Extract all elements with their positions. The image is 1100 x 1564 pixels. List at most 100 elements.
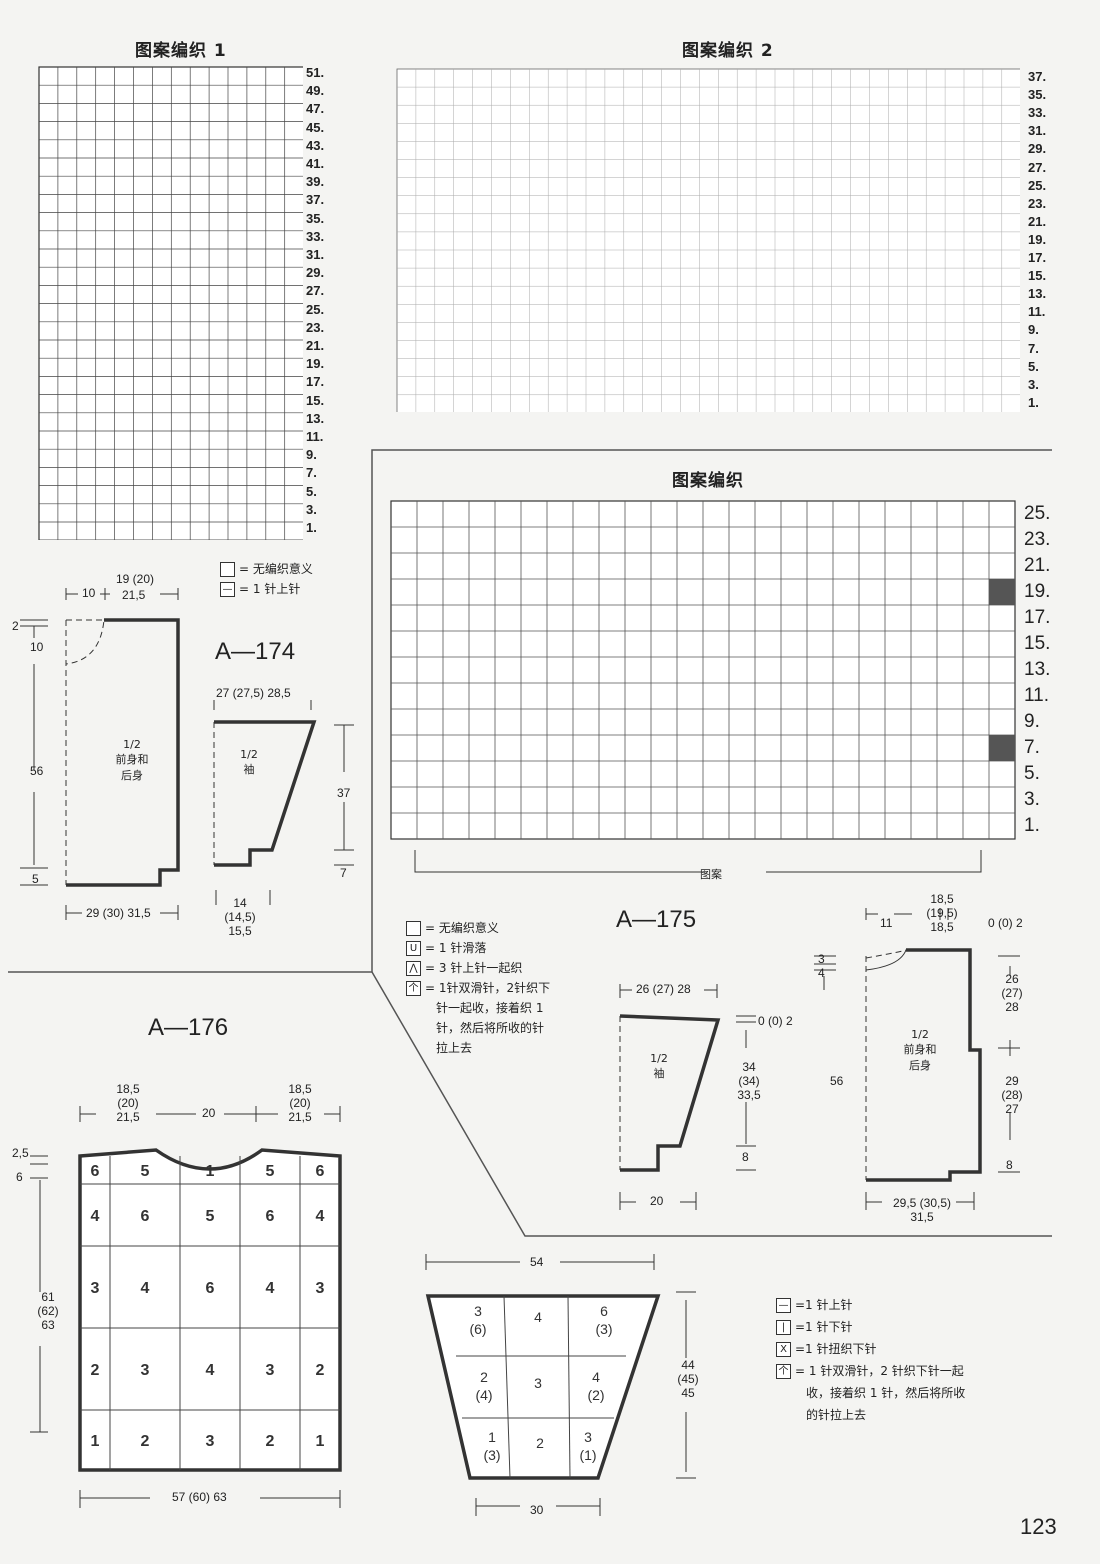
sleeve176-cell-number: 4 xyxy=(592,1369,600,1385)
a174-left-dim-10: 10 xyxy=(30,640,44,654)
legend1: = 无编织意义 —= 1 针上针 xyxy=(220,560,313,597)
a175-body-left-4: 4 xyxy=(818,966,825,980)
legend2-double: 个= 1针双滑针，2针织下 针一起收，接着织 1 针，然后将所收的针 拉上去 xyxy=(406,978,550,1058)
sleeve176-right-dim: 44 (45) 45 xyxy=(677,1358,699,1400)
sleeve176-bottom-dim: 30 xyxy=(530,1503,544,1517)
row-number: 9. xyxy=(1024,711,1040,732)
a175-sleeve-bottom: 20 xyxy=(650,1194,664,1208)
purl-dash-icon: — xyxy=(220,582,235,597)
chart3-bracket xyxy=(414,850,982,873)
a176-cell-number: 2 xyxy=(91,1362,100,1379)
row-number: 19. xyxy=(1024,581,1051,602)
a176-cell-number: 3 xyxy=(206,1433,215,1450)
a174-sleeve-right-7: 7 xyxy=(340,866,347,880)
a174-sleeve-top: 27 (27,5) 28,5 xyxy=(216,686,291,700)
a176-label: A—176 xyxy=(148,1014,229,1041)
row-number: 35. xyxy=(306,210,325,226)
sleeve176-cell-number: 2 xyxy=(536,1435,544,1451)
a176-cell-number: 3 xyxy=(316,1280,325,1297)
a174-left-dim-5: 5 xyxy=(32,872,39,886)
row-number: 37. xyxy=(1028,69,1047,84)
a176-cell-number: 3 xyxy=(141,1362,150,1379)
row-number: 17. xyxy=(306,374,325,390)
sleeve176-cell-number: 3 xyxy=(474,1303,482,1319)
row-number: 13. xyxy=(306,410,325,426)
row-number: 7. xyxy=(306,465,317,481)
chart2-title: 图案编织 2 xyxy=(682,41,774,61)
a175-body-top-width: 18,5 (19,5) 18,5 xyxy=(926,892,958,934)
a176-cell-number: 1 xyxy=(316,1433,325,1450)
row-number: 31. xyxy=(1028,123,1047,139)
sleeve176-cell-number: (1) xyxy=(579,1447,596,1463)
row-number: 39. xyxy=(306,174,325,190)
sleeve176-cell-number: (3) xyxy=(595,1321,612,1337)
row-number: 25. xyxy=(306,301,325,317)
row-number: 9. xyxy=(1028,322,1039,338)
a175-body-right-side: 29 (28) 27 xyxy=(1001,1074,1023,1116)
a174-sleeve-text: 1/2 袖 xyxy=(240,748,258,776)
row-number: 15. xyxy=(306,392,325,408)
a176-cell-number: 4 xyxy=(266,1280,275,1297)
a174-sleeve-bottom: 14 (14,5) 15,5 xyxy=(224,896,256,938)
legend3-purl: —=1 针上针 xyxy=(776,1294,965,1316)
page-number: 123 xyxy=(1020,1514,1057,1539)
row-number: 25. xyxy=(1024,503,1051,524)
row-number: 33. xyxy=(1028,105,1047,121)
row-number: 49. xyxy=(306,83,325,99)
sleeve176-cell-number: (2) xyxy=(587,1387,604,1403)
row-number: 11. xyxy=(1024,685,1050,706)
row-number: 31. xyxy=(306,247,325,262)
a176-cell-number: 2 xyxy=(316,1362,325,1379)
a176-cell-number: 5 xyxy=(141,1163,150,1180)
a176-cell-number: 3 xyxy=(266,1362,275,1379)
row-number: 3. xyxy=(1028,376,1039,392)
knit-bar-icon: | xyxy=(776,1320,791,1335)
sleeve176-cell-number: (6) xyxy=(469,1321,486,1337)
row-number: 47. xyxy=(306,101,325,117)
row-number: 23. xyxy=(1028,195,1047,211)
row-number: 27. xyxy=(306,283,325,299)
row-number: 1. xyxy=(1024,815,1040,836)
a175-body-top-shoulder: 0 (0) 2 xyxy=(988,916,1023,930)
a175-schematics xyxy=(619,908,1020,1210)
purl-dash-icon: — xyxy=(776,1298,791,1313)
row-number: 21. xyxy=(1028,213,1047,229)
a176-cell-number: 6 xyxy=(316,1163,325,1180)
sleeve176-cell-number: 6 xyxy=(600,1303,608,1319)
legend3-knit: |=1 针下针 xyxy=(776,1316,965,1338)
chart3-title: 图案编织 xyxy=(672,471,744,491)
a174-label: A—174 xyxy=(215,638,296,665)
a175-sleeve-right-8: 8 xyxy=(742,1150,749,1164)
legend2-three: ⋀= 3 针上针一起织 xyxy=(406,958,550,978)
sleeve176-cell-number: (4) xyxy=(475,1387,492,1403)
a175-body-top-11: 11 xyxy=(880,916,893,930)
legend2-blank: = 无编织意义 xyxy=(406,918,550,938)
row-number: 15. xyxy=(1028,268,1047,284)
row-number: 25. xyxy=(1028,177,1047,193)
sleeve176-cell-number: 1 xyxy=(488,1429,496,1445)
a176-bottom-dim: 57 (60) 63 xyxy=(172,1490,227,1504)
double-slip-icon: 个 xyxy=(406,981,421,996)
a176-cell-number: 1 xyxy=(91,1433,100,1450)
a176-cell-number: 4 xyxy=(91,1208,100,1225)
chart1-title: 图案编织 1 xyxy=(135,41,227,61)
a175-sleeve-top: 26 (27) 28 xyxy=(636,982,691,996)
row-number: 21. xyxy=(1024,555,1051,576)
a174-top-dim-21: 21,5 xyxy=(122,588,146,602)
a176-cell-number: 6 xyxy=(141,1208,150,1225)
row-number: 7. xyxy=(1028,340,1039,356)
a176-left-height: 61 (62) 63 xyxy=(37,1290,59,1332)
blank-cell-icon xyxy=(220,562,235,577)
row-number: 17. xyxy=(1028,250,1047,265)
chart1-grid xyxy=(38,66,303,540)
a175-body-left-56: 56 xyxy=(830,1074,844,1088)
sleeve176-cell-number: 3 xyxy=(584,1429,592,1445)
a175-body-right-armhole: 26 (27) 28 xyxy=(1001,972,1023,1014)
a174-left-dim-2: 2 xyxy=(12,619,19,633)
row-number: 11. xyxy=(1028,304,1046,320)
row-number: 3. xyxy=(306,501,317,517)
sleeve176-top-dim: 54 xyxy=(530,1255,544,1269)
a175-sleeve-text: 1/2 袖 xyxy=(650,1052,668,1080)
sleeve176-cell-number: (3) xyxy=(483,1447,500,1463)
